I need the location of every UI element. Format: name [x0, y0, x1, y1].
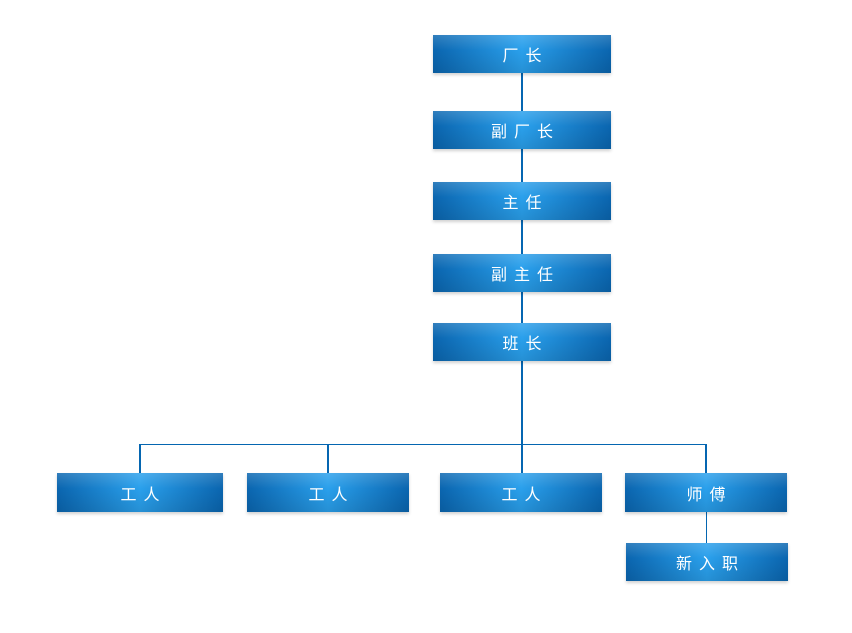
- node-director: 主任: [433, 182, 611, 220]
- node-label: 副厂长: [490, 122, 560, 141]
- connector-line: [521, 220, 523, 254]
- node-worker-2: 工人: [247, 473, 409, 512]
- node-label: 班长: [502, 334, 549, 353]
- connector-line: [521, 361, 523, 473]
- connector-line: [327, 444, 329, 473]
- connector-line: [139, 444, 141, 473]
- node-label: 新入职: [675, 554, 745, 573]
- node-worker-3: 工人: [440, 473, 602, 512]
- connector-line: [521, 292, 523, 323]
- node-new-hire: 新入职: [626, 543, 788, 581]
- node-master: 师傅: [625, 473, 787, 512]
- node-label: 师傅: [686, 484, 733, 504]
- node-label: 副主任: [490, 265, 560, 284]
- connector-line: [521, 73, 523, 111]
- node-deputy-director: 副主任: [433, 254, 611, 292]
- node-label: 厂长: [502, 46, 549, 65]
- connector-rail: [140, 443, 706, 445]
- node-deputy-factory-director: 副厂长: [433, 111, 611, 149]
- connector-line: [521, 149, 523, 182]
- node-label: 主任: [502, 193, 549, 212]
- node-label: 工人: [501, 484, 548, 504]
- node-worker-1: 工人: [57, 473, 223, 512]
- connector-line: [705, 512, 707, 543]
- node-label: 工人: [308, 484, 355, 504]
- node-label: 工人: [120, 484, 167, 504]
- connector-line: [705, 444, 707, 473]
- node-team-leader: 班长: [433, 323, 611, 361]
- node-factory-director: 厂长: [433, 35, 611, 73]
